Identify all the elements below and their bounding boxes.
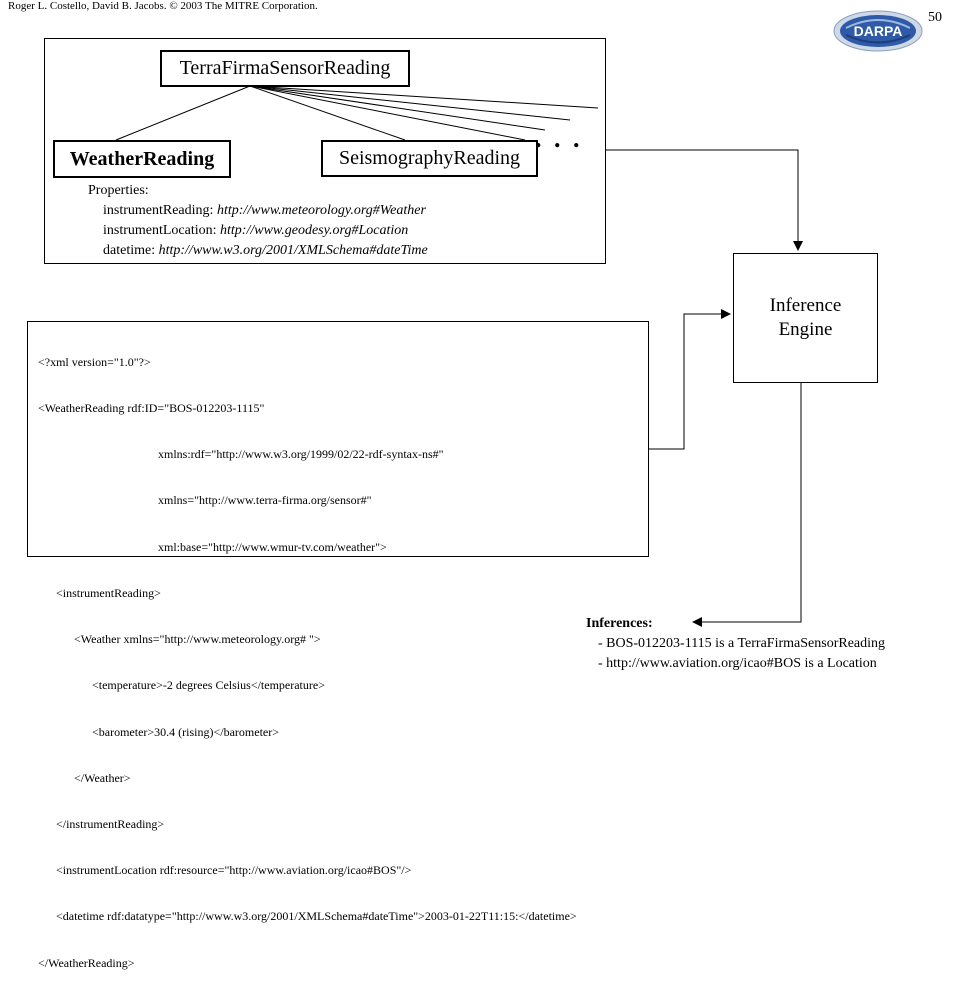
xml-line: <?xml version="1.0"?> bbox=[38, 354, 151, 369]
xml-line: xmlns="http://www.terra-firma.org/sensor… bbox=[38, 493, 372, 508]
xml-line: <barometer>30.4 (rising)</barometer> bbox=[38, 724, 280, 739]
inference-item: - http://www.aviation.org/icao#BOS is a … bbox=[598, 656, 877, 671]
xml-line: xml:base="http://www.wmur-tv.com/weather… bbox=[38, 539, 387, 554]
inference-item: - BOS-012203-1115 is a TerraFirmaSensorR… bbox=[598, 636, 886, 651]
property-name: instrumentReading: bbox=[103, 203, 217, 218]
property-instrument-reading: instrumentReading: http://www.meteorolog… bbox=[88, 201, 428, 221]
copyright-text: Roger L. Costello, David B. Jacobs. © 20… bbox=[8, 0, 318, 12]
darpa-logo: DARPA bbox=[833, 10, 923, 52]
property-datetime: datetime: http://www.w3.org/2001/XMLSche… bbox=[88, 241, 428, 261]
xml-to-engine-arrow bbox=[649, 309, 731, 450]
property-name: instrumentLocation: bbox=[103, 223, 221, 238]
node-seismography-reading: SeismographyReading bbox=[321, 140, 538, 177]
property-range-url: http://www.w3.org/2001/XMLSchema#dateTim… bbox=[158, 243, 428, 258]
xml-line: <WeatherReading rdf:ID="BOS-012203-1115" bbox=[38, 401, 265, 416]
inference-engine-label-line2: Engine bbox=[778, 319, 833, 340]
xml-line: xmlns:rdf="http://www.w3.org/1999/02/22-… bbox=[38, 447, 444, 462]
diagram-connectors bbox=[115, 85, 803, 627]
node-weather-reading: WeatherReading bbox=[53, 140, 231, 178]
inference-engine-label-line1: Inference bbox=[769, 295, 842, 316]
property-range-url: http://www.meteorology.org#Weather bbox=[216, 203, 426, 218]
darpa-logo-text: DARPA bbox=[854, 23, 903, 39]
hierarchy-lines bbox=[115, 85, 599, 141]
xml-document-panel bbox=[27, 321, 649, 557]
xml-line: </WeatherReading> bbox=[38, 955, 135, 970]
xml-line: <instrumentLocation rdf:resource="http:/… bbox=[38, 863, 412, 878]
node-terra-firma-sensor-reading: TerraFirmaSensorReading bbox=[160, 50, 410, 87]
engine-to-inferences-arrow bbox=[692, 383, 802, 627]
xml-line: <temperature>-2 degrees Celsius</tempera… bbox=[38, 678, 325, 693]
inference-engine-box: Inference Engine bbox=[733, 253, 878, 383]
xml-line: <datetime rdf:datatype="http://www.w3.or… bbox=[38, 909, 577, 924]
page-number: 50 bbox=[928, 10, 942, 25]
more-subclasses-ellipsis: . . . bbox=[535, 124, 583, 153]
xml-line: <instrumentReading> bbox=[38, 585, 161, 600]
xml-line: <Weather xmlns="http://www.meteorology.o… bbox=[38, 632, 321, 647]
property-name: datetime: bbox=[103, 243, 159, 258]
properties-list: Properties: instrumentReading: http://ww… bbox=[88, 181, 428, 261]
panel-to-engine-arrow bbox=[606, 149, 803, 251]
properties-heading: Properties: bbox=[88, 183, 149, 198]
inferences-heading: Inferences: bbox=[586, 616, 653, 631]
property-instrument-location: instrumentLocation: http://www.geodesy.o… bbox=[88, 221, 428, 241]
property-range-url: http://www.geodesy.org#Location bbox=[220, 223, 409, 238]
xml-line: </instrumentReading> bbox=[38, 817, 165, 831]
inferences-list: Inferences: - BOS-012203-1115 is a Terra… bbox=[586, 614, 885, 674]
xml-code-block: <?xml version="1.0"?> <WeatherReading rd… bbox=[38, 324, 577, 986]
xml-line: </Weather> bbox=[38, 770, 131, 785]
